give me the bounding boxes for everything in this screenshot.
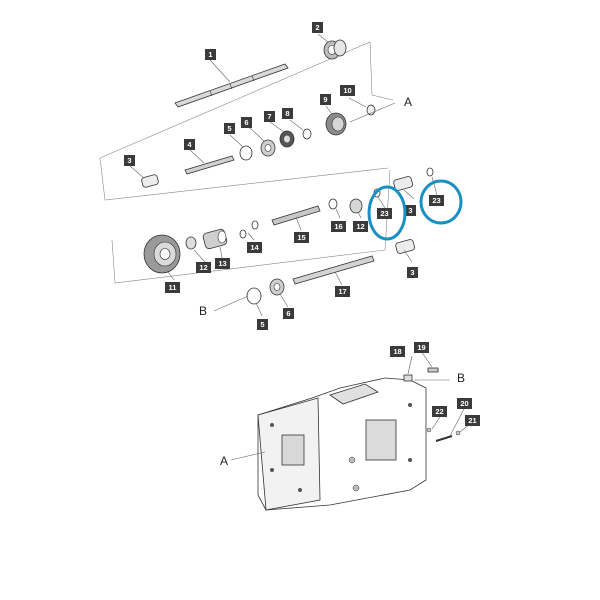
callout-2: 2 [312,22,323,33]
highlight-circle-23b [419,179,463,225]
reference-letter-a-housing: A [220,454,228,468]
svg-text:22: 22 [435,407,443,416]
callout-13: 13 [215,258,230,269]
callout-10: 10 [340,85,355,96]
part-oring-23b [426,167,434,177]
highlight-circle-23a [367,185,407,241]
part-spacer-12a [185,236,197,250]
reference-letter-a-top: A [404,95,412,109]
part-ring-14b [251,220,259,230]
reference-letter-b-left: B [199,304,207,318]
part-plug-19 [427,367,439,373]
callout-14: 14 [247,242,262,253]
part-ring-16 [328,198,338,210]
part-shaft-4 [184,155,235,175]
svg-text:1: 1 [208,50,212,59]
svg-text:12: 12 [356,222,364,231]
svg-text:9: 9 [323,95,327,104]
assembly-frame-middle [99,157,389,201]
callout-8: 8 [282,108,293,119]
transmission-housing [257,377,427,511]
callout-7: 7 [264,111,275,122]
callout-3a: 3 [124,155,135,166]
svg-text:8: 8 [285,109,289,118]
svg-text:19: 19 [417,343,425,352]
svg-text:7: 7 [267,112,271,121]
svg-text:17: 17 [338,287,346,296]
svg-text:23: 23 [432,196,440,205]
callout-15: 15 [294,232,309,243]
callout-5b: 5 [257,319,268,330]
part-sleeve-3c [395,239,415,254]
part-sleeve-3b [393,176,413,191]
part-spacer-12b [349,198,363,214]
part-circlip-5b [246,287,262,305]
svg-text:13: 13 [218,259,226,268]
svg-text:5: 5 [260,320,264,329]
callout-3b: 3 [405,205,416,216]
callout-17: 17 [335,286,350,297]
reference-letter-b-right: B [457,371,465,385]
part-washer-10 [366,104,376,116]
callout-23b: 23 [429,195,444,206]
part-circlip-5a [239,145,253,161]
part-plate-18 [403,374,413,382]
callout-12b: 12 [353,221,368,232]
svg-text:5: 5 [227,124,231,133]
part-gear-7 [279,130,295,148]
callout-19: 19 [414,342,429,353]
svg-text:14: 14 [250,243,259,252]
part-ring-8 [302,128,312,140]
svg-text:16: 16 [334,222,342,231]
callout-6b: 6 [283,308,294,319]
part-bearing-6b [269,278,285,296]
callout-23a: 23 [377,208,392,219]
callout-3c: 3 [407,267,418,278]
part-shaft-15 [271,205,321,226]
part-sleeve-3a [141,174,159,188]
part-bush-13 [202,228,228,250]
svg-text:4: 4 [187,140,192,149]
svg-text:6: 6 [244,118,248,127]
callout-5a: 5 [224,123,235,134]
svg-text:2: 2 [315,23,319,32]
callout-4: 4 [184,139,195,150]
callout-9: 9 [320,94,331,105]
part-gear-9 [325,112,347,136]
part-pin-20 [435,435,453,442]
part-bearing-2 [323,39,347,60]
svg-text:6: 6 [286,309,290,318]
part-cover-11 [143,234,181,274]
leader-lines [129,33,471,461]
callout-22: 22 [432,406,447,417]
assembly-frame-top [99,41,394,159]
callout-18: 18 [390,346,405,357]
part-washer-21 [455,430,461,436]
svg-text:10: 10 [343,86,351,95]
callout-21: 21 [465,415,480,426]
callout-16: 16 [331,221,346,232]
callout-1: 1 [205,49,216,60]
callout-12a: 12 [196,262,211,273]
part-ring-22 [426,427,432,433]
part-shaft-17 [292,255,375,285]
svg-text:18: 18 [393,347,401,356]
svg-text:11: 11 [169,283,177,292]
svg-text:3: 3 [127,156,131,165]
svg-text:21: 21 [468,416,476,425]
svg-text:20: 20 [460,399,468,408]
svg-text:3: 3 [410,268,414,277]
callout-6a: 6 [241,117,252,128]
svg-text:15: 15 [297,233,305,242]
svg-text:3: 3 [408,206,412,215]
callout-20: 20 [457,398,472,409]
callout-11: 11 [165,282,180,293]
svg-text:12: 12 [199,263,207,272]
part-bearing-6a [260,139,276,157]
svg-text:23: 23 [380,209,388,218]
part-shaft-1 [174,63,289,108]
part-ring-14a [239,229,247,239]
